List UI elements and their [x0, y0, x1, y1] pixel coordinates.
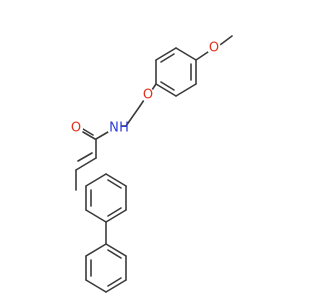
bond-ch2-ch2	[125, 105, 141, 127]
bond-carbonyl-o	[82, 131, 96, 140]
atom-background	[141, 88, 155, 102]
bond	[85, 279, 107, 293]
bond-double-inner	[160, 53, 175, 63]
bond-methyl-o	[219, 35, 233, 46]
structure-svg: O O N H O	[69, 35, 233, 293]
bond	[175, 47, 197, 61]
bond	[105, 243, 127, 257]
bond-ring1-o-ether	[151, 83, 157, 91]
biphenyl-lower-ring	[85, 243, 127, 293]
atom-label-o-methoxy: O	[209, 41, 219, 56]
atom-label-n-amide: N	[109, 121, 119, 136]
atom-o-ether: O	[141, 88, 155, 103]
bond-carbonyl-o-double	[82, 128, 94, 136]
bond	[155, 47, 177, 61]
bond-o-ether-ch2	[139, 99, 145, 107]
bond	[175, 83, 197, 97]
atom-o-methoxy: O	[207, 41, 221, 56]
bond-double-inner	[160, 81, 175, 91]
atom-o-carbonyl: O	[69, 121, 83, 136]
bond	[85, 243, 107, 257]
bond	[85, 209, 107, 223]
molecule-diagram: O O N H O	[69, 35, 233, 293]
atom-background	[69, 121, 83, 135]
bond-vinyl-double	[75, 157, 97, 171]
biphenyl-upper-ring	[85, 173, 127, 223]
bond	[105, 209, 127, 223]
bond	[105, 173, 127, 187]
bond	[85, 173, 107, 187]
atom-label-h-amide: H	[119, 121, 129, 136]
atom-label-o-carbonyl: O	[71, 121, 81, 136]
bond-double-inner	[107, 207, 122, 217]
bond-double-inner	[107, 277, 122, 287]
atom-n-amide: N H	[107, 121, 129, 136]
atom-label-o-ether: O	[143, 88, 153, 103]
bond-double-inner	[107, 249, 122, 259]
methoxyphenyl-ring	[155, 47, 197, 97]
bond-double-inner	[107, 179, 122, 189]
bond-n-carbonyl	[95, 131, 109, 140]
bond	[105, 279, 127, 293]
atom-background	[207, 41, 221, 55]
bond	[155, 83, 177, 97]
bond-vinyl-double-inner	[77, 152, 93, 162]
atom-background	[107, 121, 121, 135]
bond-o-ring1	[195, 51, 209, 61]
